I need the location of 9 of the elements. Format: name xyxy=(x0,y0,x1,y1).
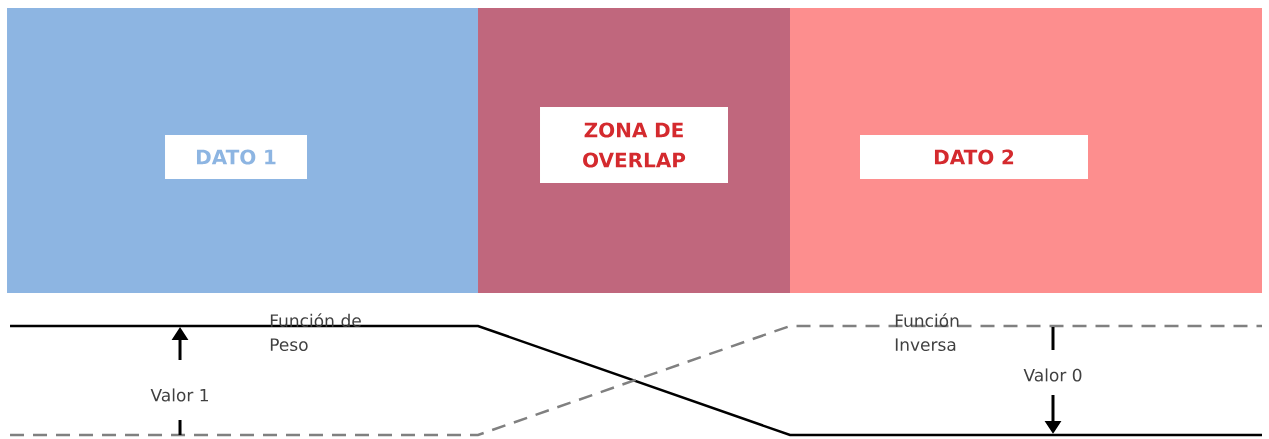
label: Función Inversa xyxy=(895,313,959,351)
text-box: ZONA DE OVERLAP xyxy=(540,107,728,183)
band xyxy=(7,8,478,293)
text-box: DATO 1 xyxy=(165,135,307,179)
label: Función de Peso xyxy=(270,313,361,351)
band xyxy=(790,8,1262,293)
label: Valor 1 xyxy=(149,387,211,403)
label: Valor 0 xyxy=(1022,367,1084,383)
text-box: DATO 2 xyxy=(860,135,1088,179)
